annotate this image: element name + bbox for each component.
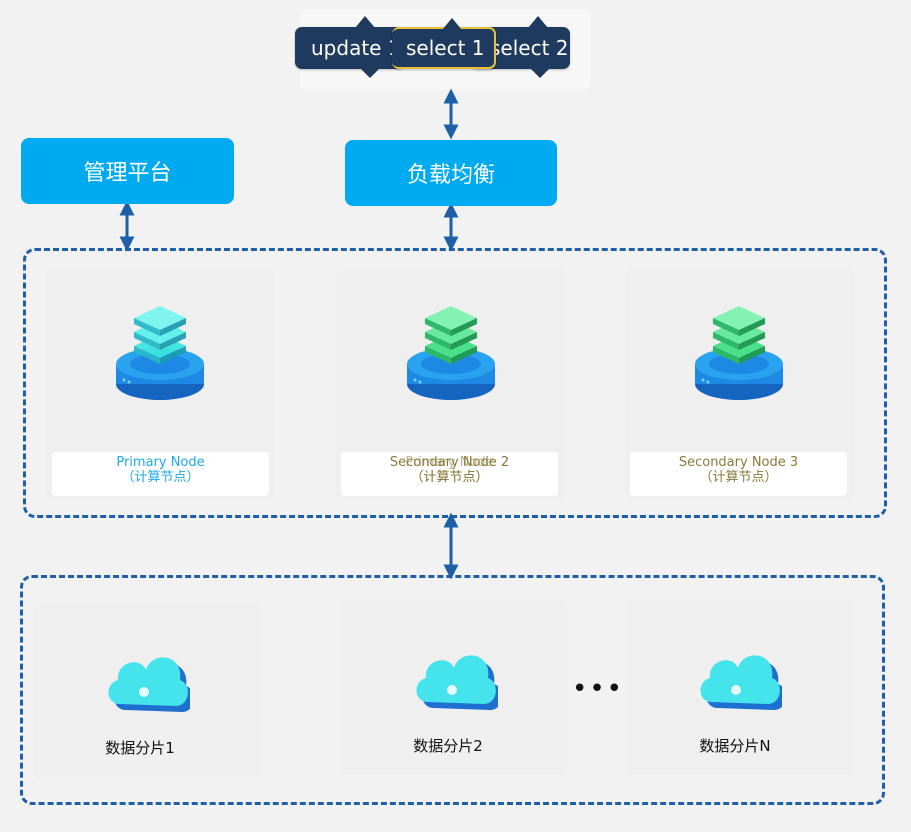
query-tag-label: select 2 — [490, 36, 569, 60]
load-balancer-box: 负载均衡 — [345, 140, 557, 206]
node-role: （计算节点） — [410, 470, 489, 485]
overlap-node-name: Primary Node — [405, 455, 494, 470]
cloud-icon — [700, 655, 782, 710]
overlap-text: Primary Node （计算节点） — [341, 455, 558, 485]
node-label-secondary-3: Secondary Node 3 （计算节点） — [630, 452, 847, 496]
query-tag-label: select 1 — [406, 36, 485, 60]
query-tag-update-1: update 1 — [295, 16, 405, 78]
data-shard-group — [20, 575, 885, 805]
node-name: Secondary Node 3 — [678, 455, 799, 470]
node-label-secondary-2: Secondary Node 2 （计算节点） Primary Node （计算… — [341, 452, 558, 496]
cloud-icon — [108, 657, 190, 712]
overlap-node-role: （计算节点） — [410, 470, 489, 485]
shard-label-2: 数据分片2 — [413, 737, 483, 755]
query-tag-select-1: select 1 — [392, 18, 496, 69]
cloud-icon — [416, 655, 498, 710]
node-role: （计算节点） — [699, 470, 778, 485]
database-node-icon — [116, 306, 204, 400]
database-node-icon — [407, 306, 495, 400]
compute-node-group — [23, 248, 887, 518]
database-node-icon — [695, 306, 783, 400]
query-tag-label: update 1 — [311, 36, 401, 60]
load-balancer-label: 负载均衡 — [406, 163, 495, 188]
shard-label-n: 数据分片N — [699, 737, 771, 755]
node-name: Primary Node — [116, 455, 205, 470]
shard-label-1: 数据分片1 — [105, 739, 175, 757]
node-role: （计算节点） — [121, 470, 200, 485]
node-name: Secondary Node 2 — [389, 455, 510, 470]
management-platform-label: 管理平台 — [83, 161, 172, 186]
management-platform-box: 管理平台 — [21, 138, 234, 204]
node-label-primary: Primary Node （计算节点） — [52, 452, 269, 496]
ellipsis-indicator: ••• — [572, 674, 625, 704]
